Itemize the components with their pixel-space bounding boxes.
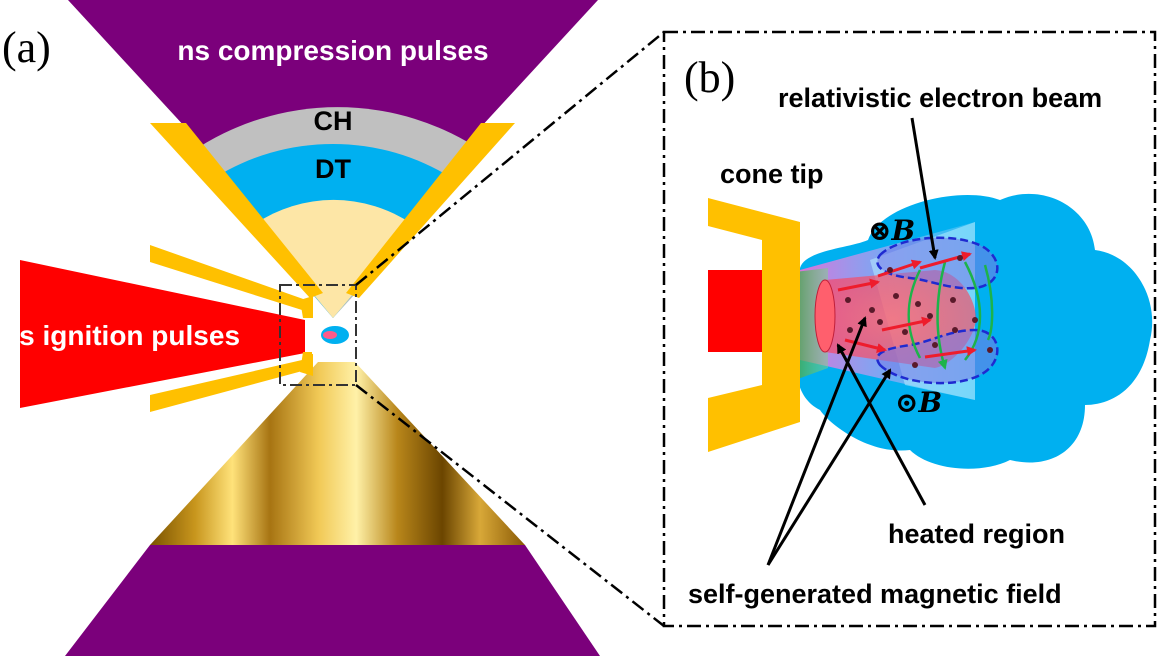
ch-label: CH (314, 106, 353, 136)
ns-pulse-beam-bottom (65, 545, 600, 656)
cone-wing-lower-left (150, 360, 306, 412)
field-pointer-arrow-1 (766, 316, 867, 566)
electron-arrow-2 (877, 259, 922, 278)
electron-arrow-4 (844, 338, 887, 353)
field-line-4 (983, 264, 994, 341)
cone-tip (708, 198, 800, 452)
magnetic-field-label: self-generated magnetic field (688, 579, 1062, 609)
cone-inner-upper (300, 296, 313, 318)
b-out-label: ⊙B (895, 386, 942, 419)
panel-b-label: (b) (684, 53, 735, 102)
heated-region-face (814, 279, 836, 353)
mini-heated (323, 331, 337, 339)
field-pointer-arrow-2 (766, 368, 892, 566)
field-line-2 (936, 261, 948, 370)
cone-wall-right (346, 123, 515, 298)
electron-arrow-5 (881, 316, 932, 332)
electron-beam-label: relativistic electron beam (778, 83, 1102, 113)
panel-b-frame (662, 30, 1157, 628)
field-line-1 (907, 269, 922, 359)
zoom-line-top (355, 31, 665, 286)
panel-a-label: (a) (2, 23, 51, 72)
ns-pulses-label: ns compression pulses (177, 35, 488, 66)
fuel-core (255, 199, 412, 318)
cone-wing-upper-left (150, 245, 306, 310)
zoom-line-bottom (355, 384, 665, 627)
gold-cone-bottom (150, 362, 525, 545)
cone-wall-left (150, 123, 323, 298)
panel-b: (b) relativistic electron beam cone tip … (662, 30, 1157, 628)
electron-dots (845, 255, 993, 368)
ps-pulse-beam (20, 260, 305, 408)
zoom-box (279, 284, 357, 386)
ps-pulses-label: ps ignition pulses (2, 320, 240, 351)
heated-pointer-arrow (836, 343, 927, 506)
cone-tip-label: cone tip (720, 159, 824, 189)
panel-a: (a) ns compression pulses CH DT ps ignit… (2, 0, 665, 656)
cone-inner-lower (300, 352, 313, 376)
dt-label: DT (315, 154, 351, 184)
electron-arrow-6 (924, 346, 977, 359)
beam-pointer-arrow (910, 117, 939, 260)
electron-arrow-1 (837, 278, 880, 292)
b-into-label: ⊗B (868, 214, 915, 247)
heated-region-label: heated region (888, 519, 1065, 549)
laser-spot (708, 270, 763, 352)
